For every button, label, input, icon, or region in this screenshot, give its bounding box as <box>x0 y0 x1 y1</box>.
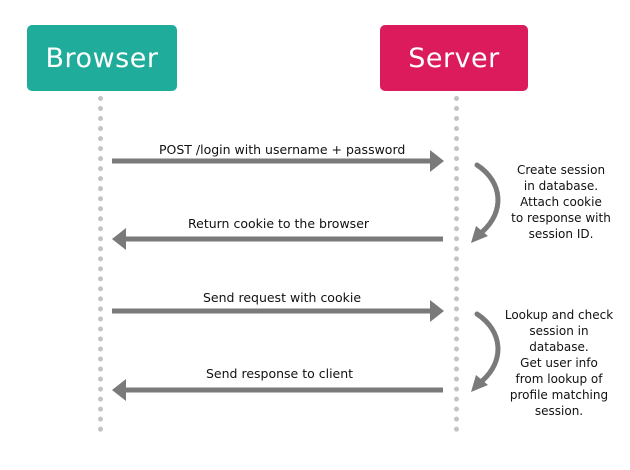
message-label-return-cookie: Return cookie to the browser <box>188 216 370 231</box>
server-lifeline <box>454 96 459 432</box>
server-note-lookup-session: Lookup and check session in database. Ge… <box>504 308 614 418</box>
self-process-curved-arrow-2 <box>471 311 501 392</box>
message-arrow-return-cookie <box>112 228 443 250</box>
message-label-send-response: Send response to client <box>206 366 354 381</box>
self-process-curved-arrow-1 <box>471 162 501 243</box>
message-arrow-send-request <box>112 300 444 322</box>
browser-actor-box: Browser <box>27 25 177 91</box>
message-label-send-request: Send request with cookie <box>203 290 362 305</box>
message-arrow-post-login <box>112 150 444 172</box>
message-label-post-login: POST /login with username + password <box>159 142 406 157</box>
server-actor-box: Server <box>380 25 528 91</box>
server-note-create-session: Create session in database. Attach cooki… <box>511 163 611 241</box>
server-actor-label: Server <box>408 42 500 74</box>
browser-lifeline <box>98 96 103 432</box>
browser-actor-label: Browser <box>45 42 159 74</box>
message-arrow-send-response <box>112 379 443 401</box>
